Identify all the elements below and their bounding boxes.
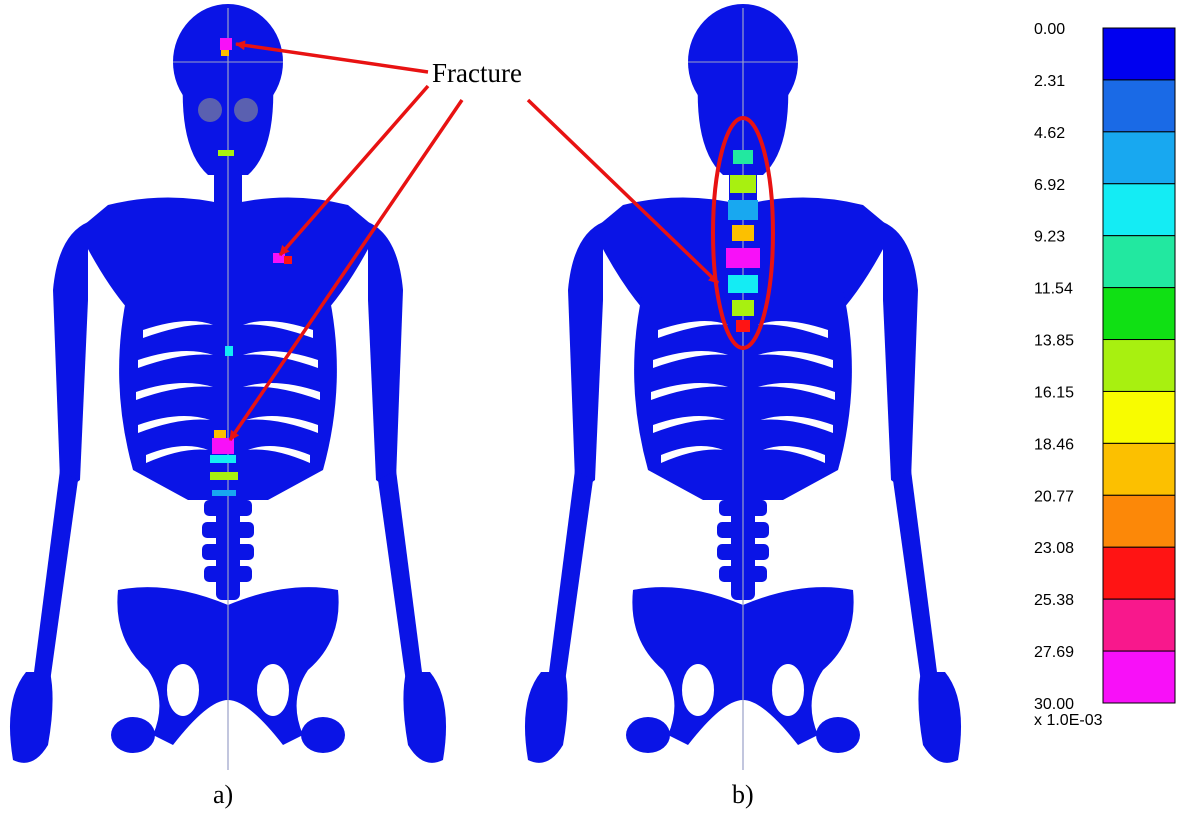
colorbar-swatch: [1103, 28, 1175, 80]
colorbar-swatch: [1103, 547, 1175, 599]
colorbar-tick-label: 9.23: [1034, 229, 1065, 246]
panel-label-a: a): [213, 780, 233, 809]
colorbar-tick-label: 16.15: [1034, 384, 1074, 401]
colorbar-swatch: [1103, 443, 1175, 495]
colorbar-swatch: [1103, 236, 1175, 288]
colorbar-swatch: [1103, 184, 1175, 236]
strain-colorbar: 0.00 2.31 4.62 6.92 9.23 11.54 13.85 16.15 18.46…: [1034, 21, 1175, 713]
skeleton-front-view: a): [10, 4, 446, 809]
colorbar-tick-label: 13.85: [1034, 333, 1074, 350]
colorbar-swatch: [1103, 495, 1175, 547]
colorbar-tick-label: 0.00: [1034, 21, 1065, 38]
colorbar-tick-label: 11.54: [1034, 281, 1073, 298]
colorbar-tick-label: 18.46: [1034, 436, 1074, 453]
panel-label-b: b): [732, 780, 754, 809]
colorbar-multiplier: x 1.0E-03: [1034, 712, 1103, 729]
colorbar-tick-label: 30.00: [1034, 696, 1074, 713]
colorbar-tick-label: 25.38: [1034, 592, 1074, 609]
skeleton-back-view: b): [525, 4, 961, 809]
colorbar-tick-label: 23.08: [1034, 540, 1074, 557]
colorbar-swatch: [1103, 132, 1175, 184]
colorbar-tick-label: 6.92: [1034, 177, 1065, 194]
colorbar-swatch: [1103, 651, 1175, 703]
fracture-label: Fracture: [432, 58, 522, 88]
colorbar-swatch: [1103, 340, 1175, 392]
colorbar-tick-label: 20.77: [1034, 488, 1074, 505]
colorbar-swatch: [1103, 599, 1175, 651]
colorbar-swatch: [1103, 80, 1175, 132]
colorbar-swatch: [1103, 288, 1175, 340]
skeleton-silhouette-a: [10, 4, 446, 770]
colorbar-tick-label: 4.62: [1034, 125, 1065, 142]
colorbar-tick-label: 2.31: [1034, 73, 1065, 90]
colorbar-tick-label: 27.69: [1034, 644, 1074, 661]
colorbar-swatch: [1103, 391, 1175, 443]
